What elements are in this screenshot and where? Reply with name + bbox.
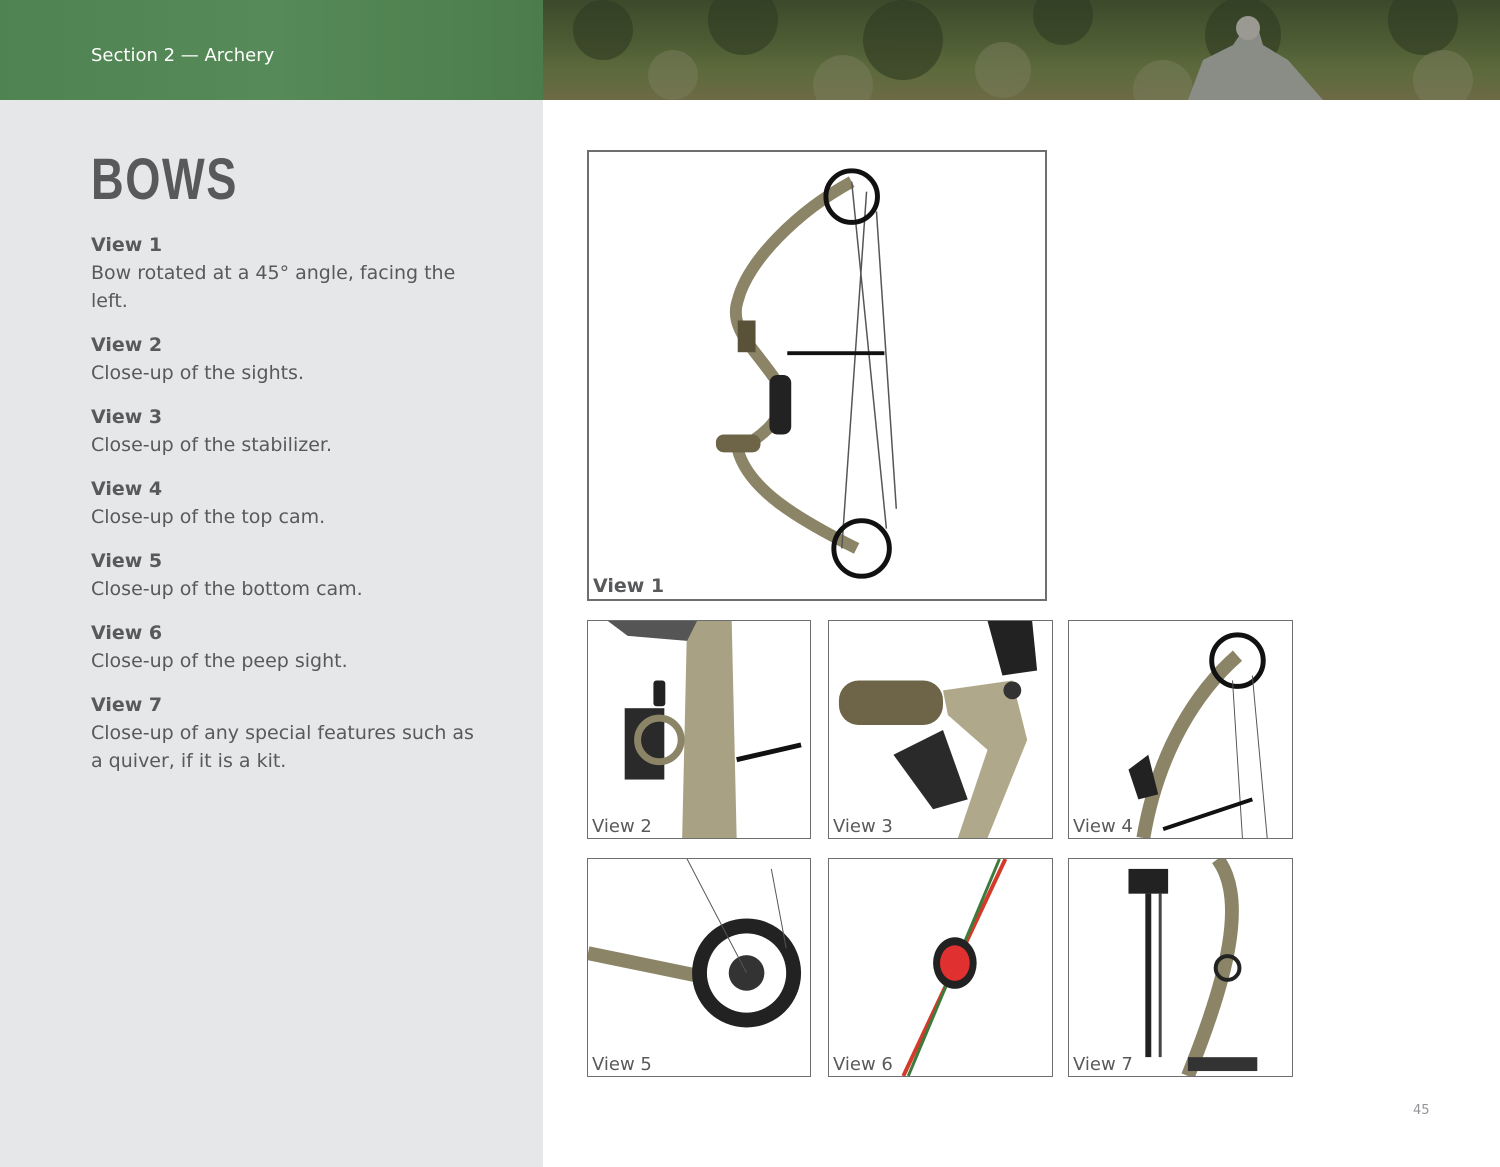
quiver-image [1128,859,1258,1076]
header-photo-hunter [543,0,1500,100]
view-item-3: View 3 Close-up of the stabilizer. [91,403,491,459]
forest-hunter-image [573,0,1473,100]
photo-caption: View 6 [833,1054,893,1075]
view-item-6: View 6 Close-up of the peep sight. [91,619,491,675]
photo-view-6: View 6 [828,858,1053,1077]
view-desc: Close-up of the top cam. [91,506,326,528]
view-desc: Close-up of the sights. [91,362,304,384]
photo-view-4: View 4 [1068,620,1293,839]
view-descriptions: View 1 Bow rotated at a 45° angle, facing… [91,231,491,791]
photo-view-1: View 1 [587,150,1047,601]
view-label: View 7 [91,694,163,716]
photo-caption: View 7 [1073,1054,1133,1075]
photo-caption: View 3 [833,816,893,837]
view-item-1: View 1 Bow rotated at a 45° angle, facing… [91,231,491,315]
photo-caption: View 4 [1073,816,1133,837]
photo-caption: View 2 [592,816,652,837]
view-desc: Bow rotated at a 45° angle, facing the l… [91,262,456,312]
view-label: View 2 [91,334,163,356]
view-item-4: View 4 Close-up of the top cam. [91,475,491,531]
compound-bow-image [715,168,898,579]
view-desc: Close-up of any special features such as… [91,722,474,772]
photo-view-7: View 7 [1068,858,1293,1077]
photo-view-3: View 3 [828,620,1053,839]
bow-sight-image [607,621,802,838]
view-label: View 6 [91,622,163,644]
view-item-5: View 5 Close-up of the bottom cam. [91,547,491,603]
top-cam-image [1128,632,1268,838]
peep-sight-image [901,859,1008,1076]
view-item-7: View 7 Close-up of any special features s… [91,691,491,775]
photo-caption: View 1 [593,575,665,597]
page-title: BOWS [91,147,238,212]
view-label: View 5 [91,550,163,572]
photo-view-5: View 5 [587,858,811,1077]
stabilizer-image [838,621,1038,838]
bottom-cam-image [588,859,802,1028]
photo-caption: View 5 [592,1054,652,1075]
view-desc: Close-up of the peep sight. [91,650,348,672]
sidebar-panel [0,100,543,1167]
view-desc: Close-up of the stabilizer. [91,434,332,456]
section-label: Section 2 — Archery [91,45,275,66]
header-banner-green: Section 2 — Archery [0,0,543,100]
page-number: 45 [1413,1103,1430,1118]
view-label: View 4 [91,478,163,500]
view-desc: Close-up of the bottom cam. [91,578,363,600]
view-label: View 1 [91,234,163,256]
view-item-2: View 2 Close-up of the sights. [91,331,491,387]
photo-view-2: View 2 [587,620,811,839]
view-label: View 3 [91,406,163,428]
